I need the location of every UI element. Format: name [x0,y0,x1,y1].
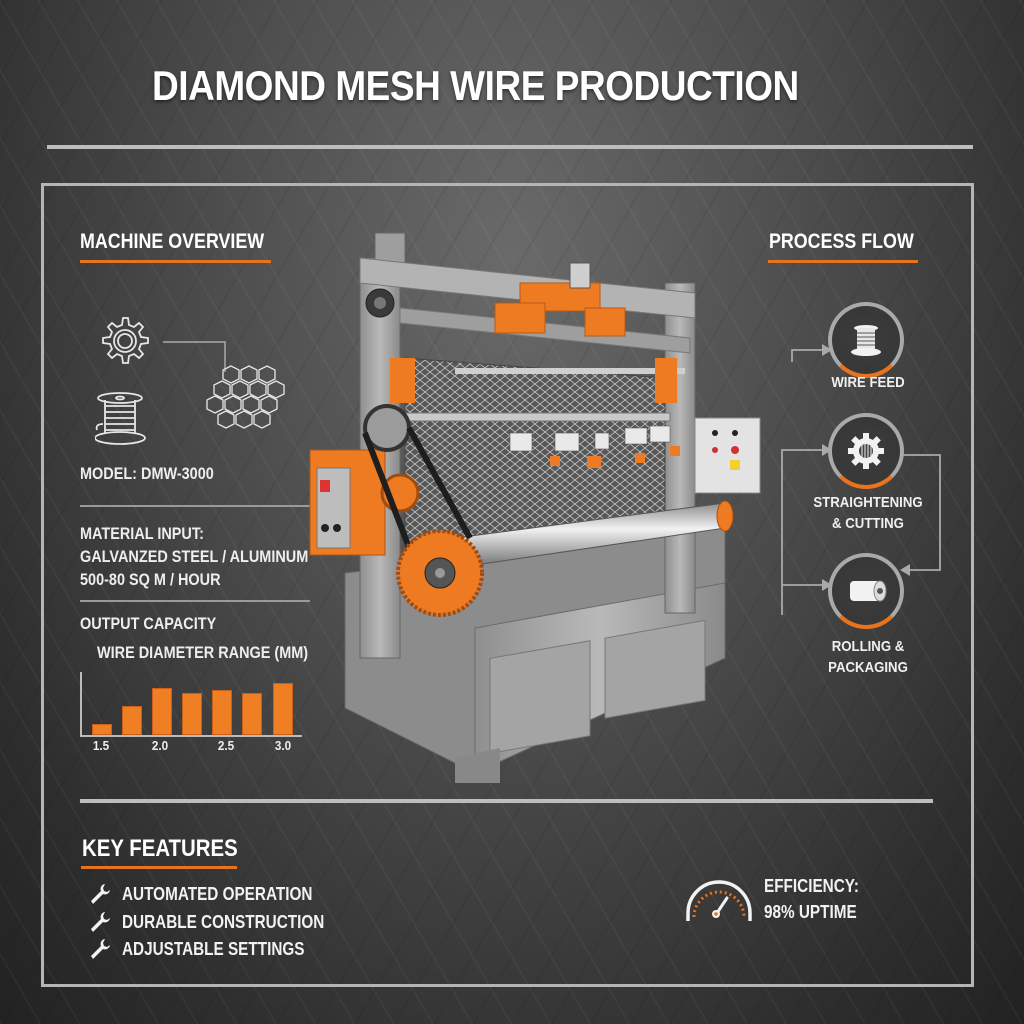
gear-icon [848,433,884,469]
chart-tick-label: 3.0 [274,738,292,753]
arrow-right-icon [822,579,832,591]
title-divider [47,145,973,149]
wire-spool-icon [95,392,146,445]
chart-tick-label: 2.0 [151,738,169,753]
material-input-value: GALVANZED STEEL / ALUMINUM [80,547,309,566]
process-step-label: ROLLING & [831,638,905,655]
chart-tick-label: 1.5 [92,738,110,753]
machine-overview-underline [80,260,271,263]
arrow-right-icon [822,444,832,456]
bottom-divider [80,799,933,803]
hexagon-mesh-icon [206,365,285,429]
feature-item: ADJUSTABLE SETTINGS [88,937,337,961]
connector-line [163,341,226,372]
chart-bar [92,724,112,735]
process-step-label: STRAIGHTENING [813,494,923,511]
chart-bar [152,688,172,735]
chart-x-axis [80,735,302,737]
chart-y-axis [80,672,82,736]
chart-bar [122,706,142,735]
process-step-rolling-packaging [828,553,904,629]
overview-divider-2 [80,600,310,602]
overview-icons [95,317,285,445]
process-step-label: & CUTTING [832,515,904,532]
content-frame [41,183,974,987]
key-features-underline [81,866,237,869]
machine-overview-heading: MACHINE OVERVIEW [80,230,265,253]
chart-bar [212,690,232,735]
process-step-label: WIRE FEED [831,374,905,391]
process-flow-heading: PROCESS FLOW [769,230,914,253]
arrow-left-icon [900,564,910,576]
wire-spool-icon [851,325,881,356]
wrench-icon [91,912,110,932]
process-flow-connectors [781,344,941,615]
efficiency-value: 98% UPTIME [764,902,857,922]
process-step-straightening-cutting [828,413,904,489]
arrow-right-icon [822,344,832,356]
chart-bar [273,683,293,735]
feature-label: ADJUSTABLE SETTINGS [122,938,305,959]
process-flow-underline [768,260,918,263]
model-label: MODEL: DMW-3000 [80,464,214,483]
feature-item: AUTOMATED OPERATION [88,882,346,906]
process-step-label: PACKAGING [828,659,908,676]
overview-divider-1 [80,505,310,507]
feature-label: DURABLE CONSTRUCTION [122,911,325,932]
gauge-icon [686,880,752,921]
page-title: DIAMOND MESH WIRE PRODUCTION [152,62,799,109]
wire-diameter-chart: 1.5 2.0 2.5 3.0 [80,672,305,753]
wrench-icon [91,884,110,904]
feature-label: AUTOMATED OPERATION [122,883,313,904]
roll-icon [850,580,887,602]
wrench-icon [91,939,110,959]
feature-item: DURABLE CONSTRUCTION [88,910,360,934]
mesh-machine-image [309,232,761,783]
chart-bar [182,693,202,735]
process-step-wire-feed [828,302,904,378]
key-features-heading: KEY FEATURES [82,835,238,862]
wire-diameter-label: WIRE DIAMETER RANGE (MM) [97,643,309,662]
efficiency-label: EFFICIENCY: [764,876,859,896]
throughput-value: 500-80 SQ M / HOUR [80,570,221,589]
material-input-label: MATERIAL INPUT: [80,524,204,543]
chart-tick-label: 2.5 [217,738,235,753]
output-capacity-label: OUTPUT CAPACITY [80,614,217,633]
chart-bar [242,693,262,735]
gear-icon [102,317,149,364]
